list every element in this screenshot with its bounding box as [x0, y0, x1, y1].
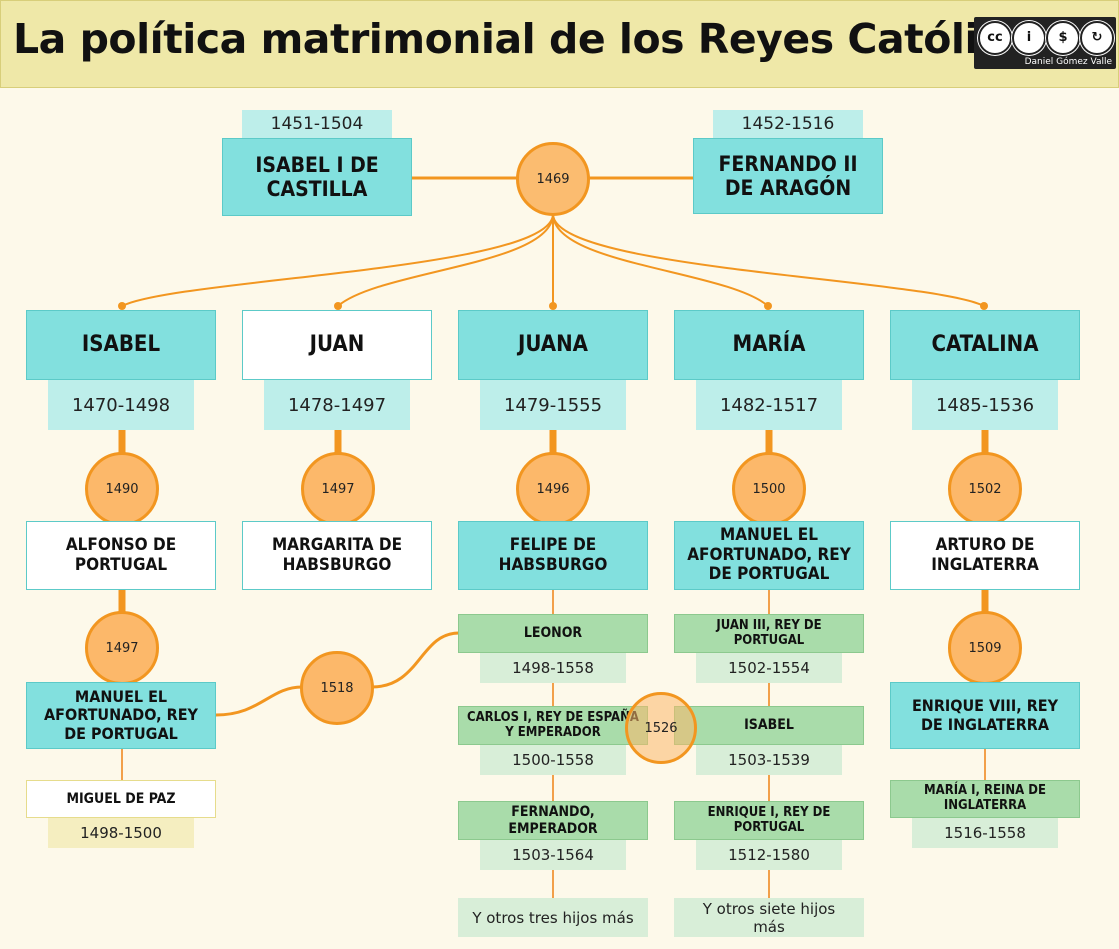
grandchild-miguel-name: MIGUEL DE PAZ — [26, 780, 216, 818]
juana-more-children: Y otros tres hijos más — [458, 898, 648, 937]
spouse-margarita: MARGARITA DE HABSBURGO — [242, 521, 432, 590]
by-icon: i — [1012, 21, 1046, 55]
child-catalina-name: CATALINA — [890, 310, 1080, 380]
descent-line-maria — [552, 213, 769, 307]
grandchild-enrique-i-years: 1512-1580 — [696, 840, 842, 870]
license-badge[interactable]: cc i $ ↻ Daniel Gómez Valle — [974, 17, 1116, 69]
child-maria-name: MARÍA — [674, 310, 864, 380]
grandchild-fernando-name: FERNANDO, EMPERADOR — [458, 801, 648, 840]
child-isabel-years: 1470-1498 — [48, 380, 194, 430]
nc-icon: $ — [1046, 21, 1080, 55]
fernando-ii-name: FERNANDO II DE ARAGÓN — [693, 138, 883, 214]
marriage-circle-1497-isabel: 1497 — [85, 611, 159, 685]
marriage-circle-1497-juan: 1497 — [301, 452, 375, 526]
descent-line-catalina — [552, 213, 985, 307]
grandchild-maria-i-years: 1516-1558 — [912, 818, 1058, 848]
grandchild-fernando-years: 1503-1564 — [480, 840, 626, 870]
marriage-circle-1526: 1526 — [625, 692, 697, 764]
marriage-circle-1509: 1509 — [948, 611, 1022, 685]
child-maria-years: 1482-1517 — [696, 380, 842, 430]
marriage-circle-1490: 1490 — [85, 452, 159, 526]
marriage-circle-1518: 1518 — [300, 651, 374, 725]
grandchild-carlos-years: 1500-1558 — [480, 745, 626, 775]
descent-line-isabel — [121, 213, 554, 307]
marriage-circle-1496: 1496 — [516, 452, 590, 526]
grandchild-isabel-name: ISABEL — [674, 706, 864, 745]
child-juan-years: 1478-1497 — [264, 380, 410, 430]
child-isabel-name: ISABEL — [26, 310, 216, 380]
maria-more-children: Y otros siete hijos más — [674, 898, 864, 937]
spouse-alfonso: ALFONSO DE PORTUGAL — [26, 521, 216, 590]
child-catalina-years: 1485-1536 — [912, 380, 1058, 430]
isabel-i-years: 1451-1504 — [242, 110, 392, 138]
grandchild-carlos-name: CARLOS I, REY DE ESPAÑA Y EMPERADOR — [458, 706, 648, 745]
sa-icon: ↻ — [1080, 21, 1114, 55]
spouse-arturo: ARTURO DE INGLATERRA — [890, 521, 1080, 590]
cc-icon: cc — [978, 21, 1012, 55]
license-author: Daniel Gómez Valle — [1024, 57, 1112, 67]
grandchild-leonor-name: LEONOR — [458, 614, 648, 653]
isabel-i-name: ISABEL I DE CASTILLA — [222, 138, 412, 216]
marriage-circle-1502: 1502 — [948, 452, 1022, 526]
child-juana-name: JUANA — [458, 310, 648, 380]
descent-line-juan — [337, 213, 554, 307]
child-juan-name: JUAN — [242, 310, 432, 380]
marriage-circle-1469: 1469 — [516, 142, 590, 216]
spouse-manuel-maria: MANUEL EL AFORTUNADO, REY DE PORTUGAL — [674, 521, 864, 590]
fernando-ii-years: 1452-1516 — [713, 110, 863, 138]
grandchild-juan-iii-years: 1502-1554 — [696, 653, 842, 683]
grandchild-maria-i-name: MARÍA I, REINA DE INGLATERRA — [890, 780, 1080, 818]
child-juana-years: 1479-1555 — [480, 380, 626, 430]
spouse-manuel-isabel: MANUEL EL AFORTUNADO, REY DE PORTUGAL — [26, 682, 216, 749]
spouse-felipe: FELIPE DE HABSBURGO — [458, 521, 648, 590]
grandchild-juan-iii-name: JUAN III, REY DE PORTUGAL — [674, 614, 864, 653]
grandchild-isabel-years: 1503-1539 — [696, 745, 842, 775]
grandchild-enrique-i-name: ENRIQUE I, REY DE PORTUGAL — [674, 801, 864, 840]
grandchild-leonor-years: 1498-1558 — [480, 653, 626, 683]
marriage-circle-1500: 1500 — [732, 452, 806, 526]
page-title: La política matrimonial de los Reyes Cat… — [13, 15, 1054, 63]
header-bar: La política matrimonial de los Reyes Cat… — [0, 0, 1119, 88]
grandchild-miguel-years: 1498-1500 — [48, 818, 194, 848]
spouse-enrique-viii: ENRIQUE VIII, REY DE INGLATERRA — [890, 682, 1080, 749]
